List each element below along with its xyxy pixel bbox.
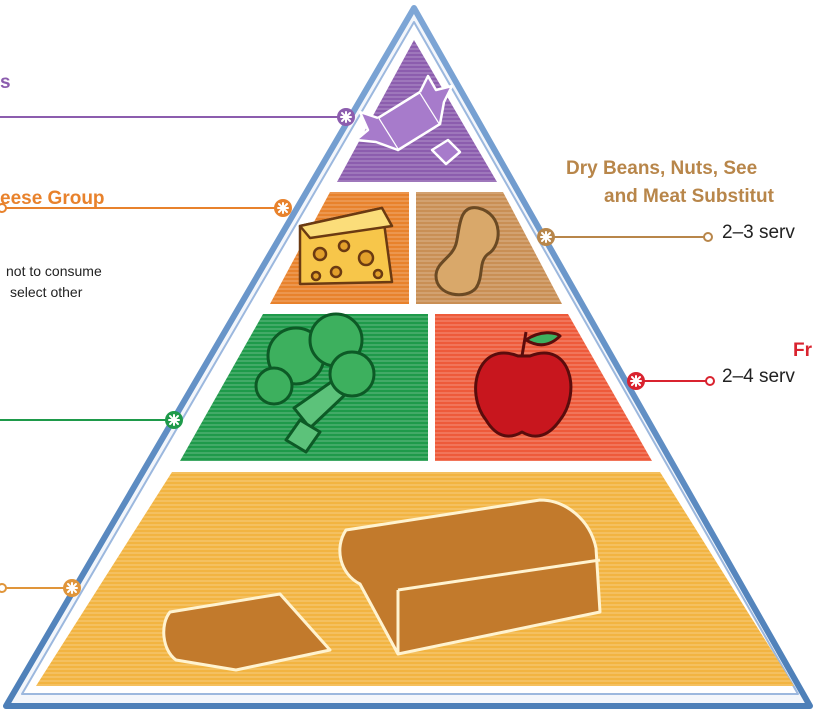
vegetable-marker-icon [165,411,183,429]
protein-title-line-2: and Meat Substitut [604,186,774,207]
broccoli-icon [254,312,376,454]
connector-end-dots [0,203,715,593]
cheese-icon [298,206,394,286]
starburst-markers [63,108,645,597]
sweets-title: s [0,72,11,93]
bread-icon [162,498,602,672]
protein-marker-icon [537,228,555,246]
grain-marker-icon [63,579,81,597]
protein-servings: 2–3 serv [722,222,795,243]
dairy-note-line-2: select other [10,284,83,300]
apple-icon [474,331,573,438]
peanut-icon [434,206,500,297]
sweets-marker-icon [337,108,355,126]
dairy-title: eese Group [0,188,105,209]
protein-title-line-1: Dry Beans, Nuts, See [566,158,758,179]
dairy-note-line-1: not to consume [6,263,102,279]
fruit-servings: 2–4 serv [722,366,795,387]
candy-icon [354,74,462,166]
fruit-title: Fr [793,340,812,361]
dairy-marker-icon [274,199,292,217]
connector-lines [0,116,706,589]
fruit-marker-icon [627,372,645,390]
